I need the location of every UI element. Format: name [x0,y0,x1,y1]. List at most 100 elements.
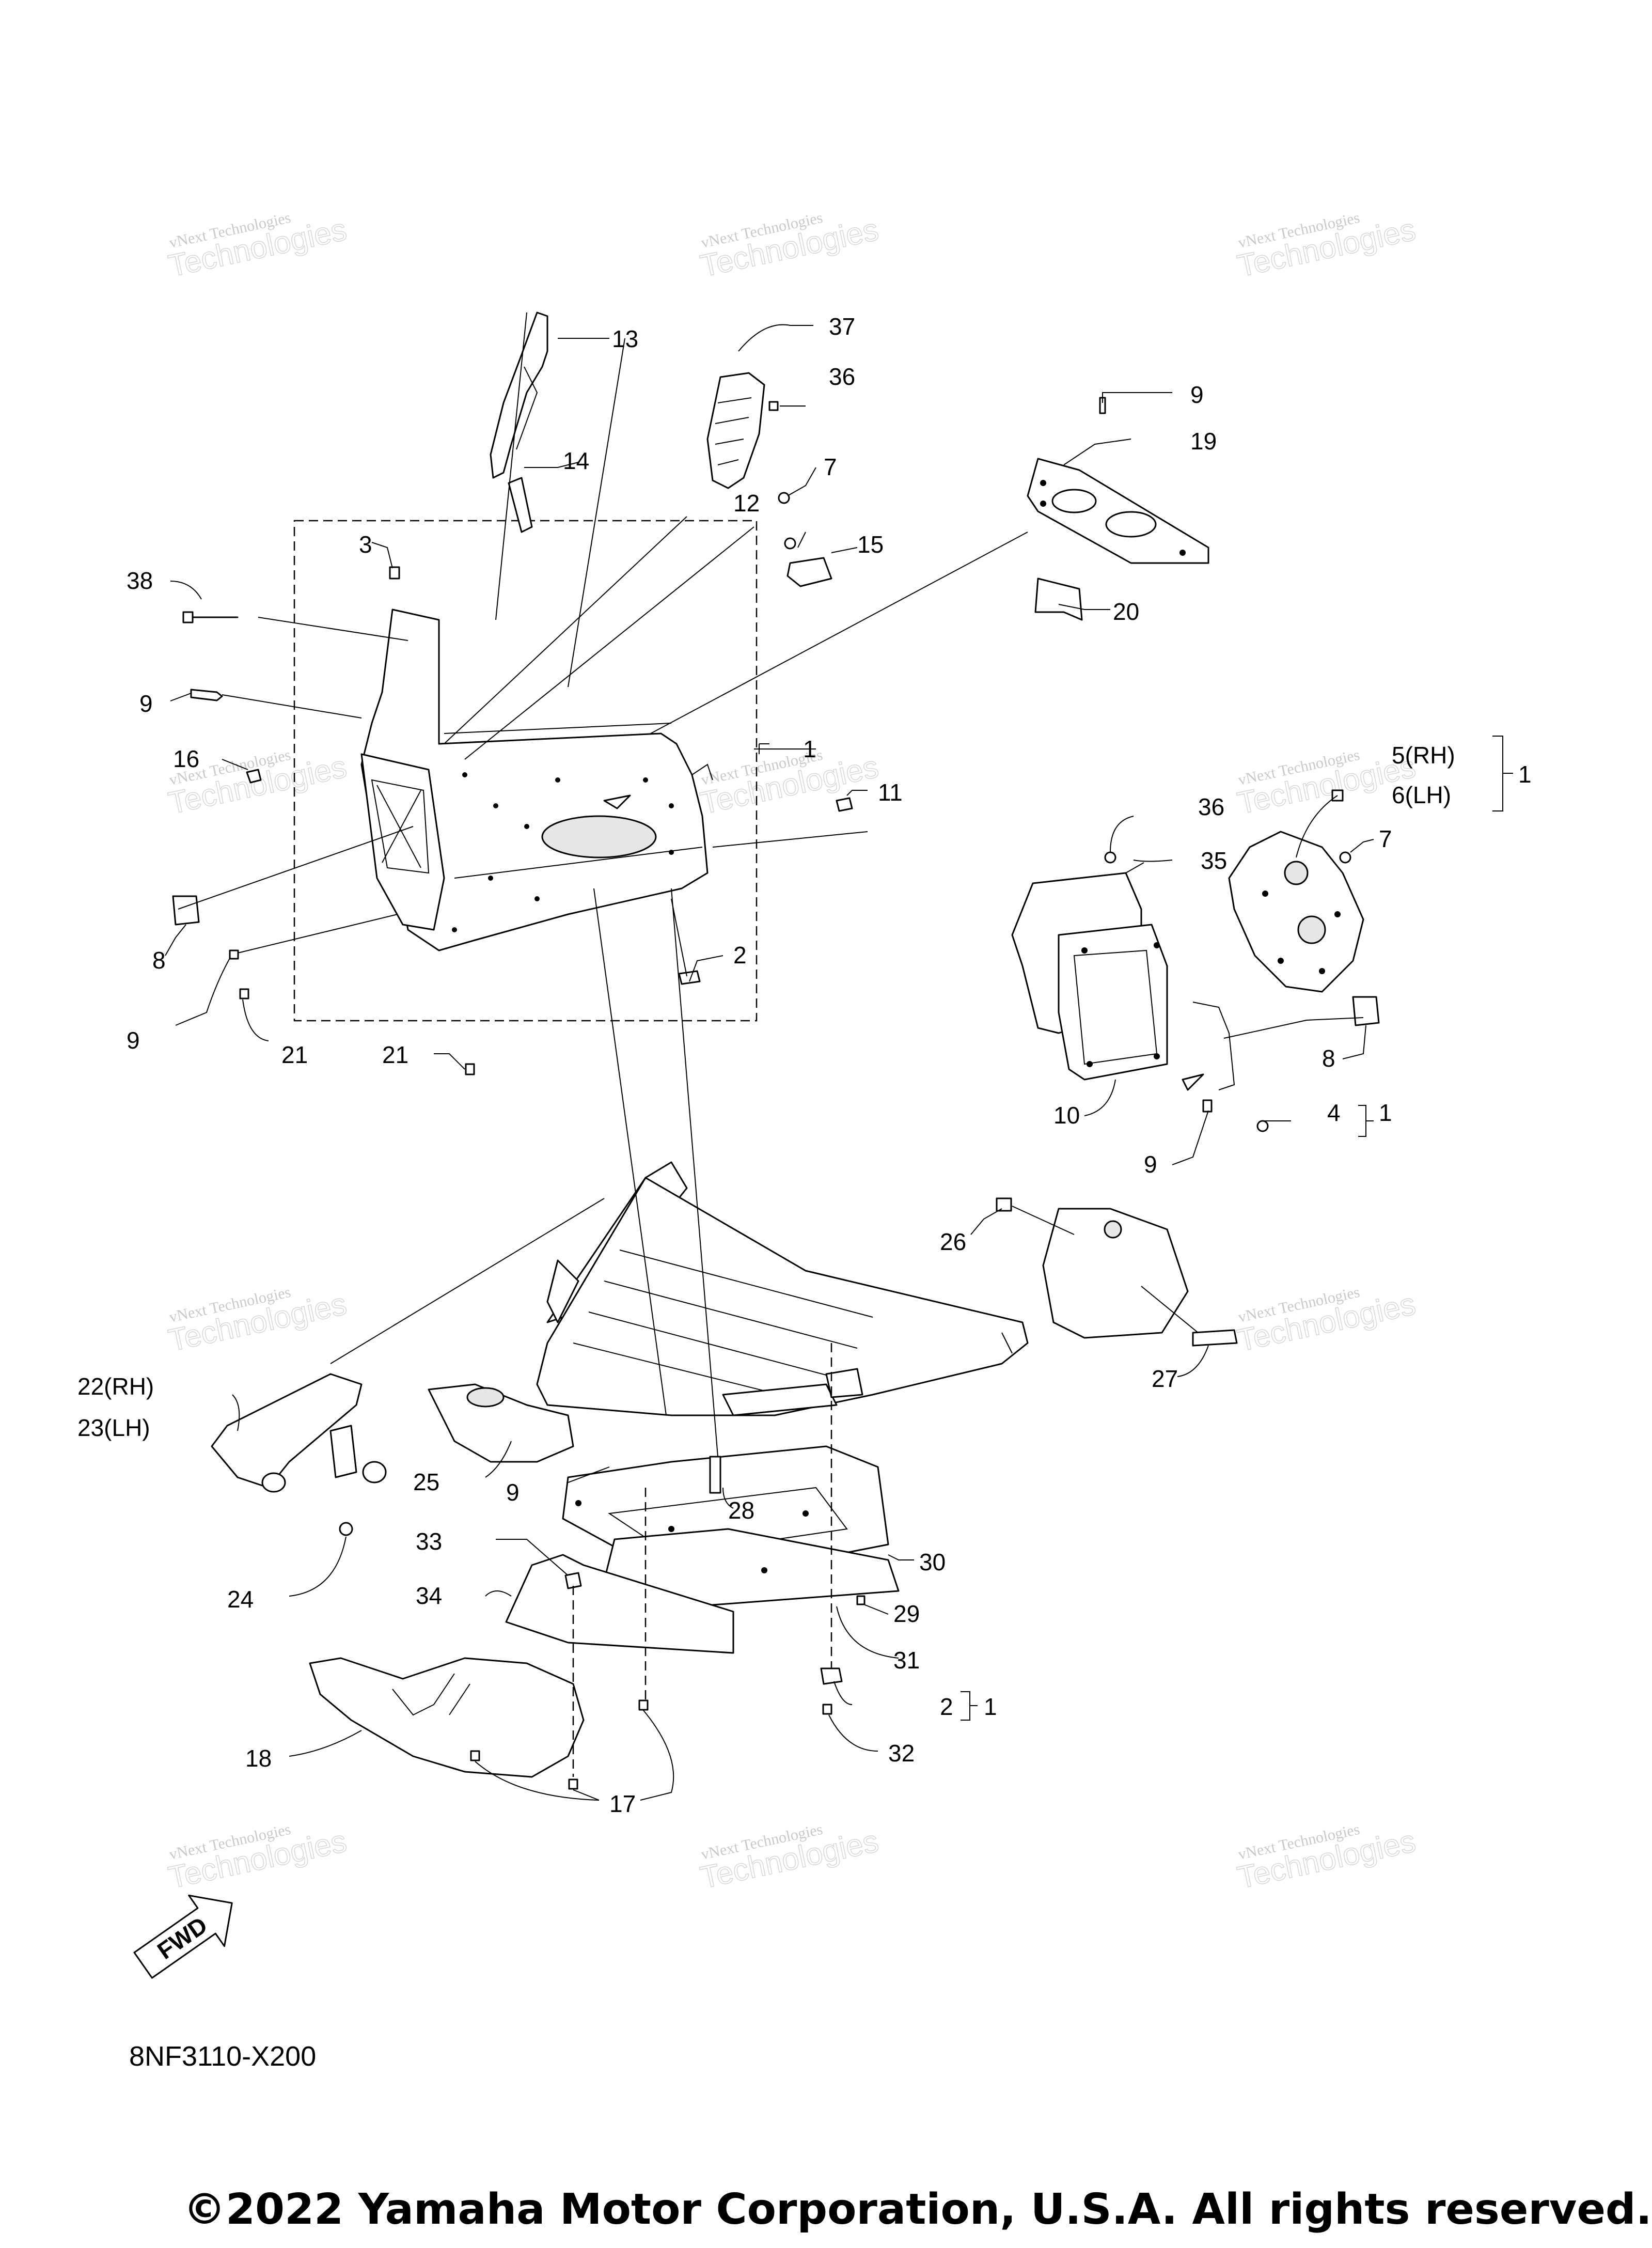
callout-38: 38 [127,567,153,594]
part-27-bolt [1192,1329,1238,1347]
part-7-nut [778,492,790,504]
callout-23-lh: 23(LH) [77,1414,150,1441]
fwd-arrow-icon: FWD [133,1894,233,1979]
callout-18: 18 [245,1745,272,1772]
part-12-nut [784,537,796,550]
part-7-nut-right [1339,851,1351,864]
part-13-side-panel [490,311,548,479]
part-38-bolt-head [182,611,194,623]
part-2-nut [678,970,701,985]
callout-26: 26 [940,1228,966,1255]
part-21-bolt [239,988,249,1000]
part-4-nut [1256,1120,1269,1132]
callout-22-rh: 22(RH) [77,1373,154,1400]
part-9-bolt-right [1202,1099,1213,1113]
callout-17: 17 [609,1790,636,1817]
leader-line-chassis [330,1198,605,1364]
callout-20: 20 [1113,598,1139,625]
callout-7: 7 [1379,825,1392,852]
callout-37: 37 [829,313,855,340]
callout-2: 2 [940,1693,953,1720]
callout-32: 32 [888,1740,915,1767]
part-22-23-leg [329,1425,357,1478]
fwd-arrow-mark [1182,1073,1204,1091]
part-25-hole [466,1387,505,1408]
bracket-mark-1 [759,743,769,754]
part-9-bolt-top [1099,397,1106,414]
callout-27: 27 [1152,1365,1178,1392]
callout-28: 28 [728,1497,754,1524]
part-10-bracket-outline [1192,1002,1235,1090]
part-18-detail [392,1673,470,1716]
callout-36: 36 [1198,793,1224,820]
callout-29: 29 [893,1600,920,1627]
leader-lines-upper [165,312,1172,1070]
copyright-notice: ©2022 Yamaha Motor Corporation, U.S.A. A… [183,2185,1652,2234]
part-17-bolt [568,1778,578,1790]
part-22-23-bushing [261,1472,286,1493]
chassis-frame [536,1161,1029,1416]
callout-21: 21 [281,1041,308,1068]
front-frame-assembly [360,608,713,951]
part-8-rubber-block-right [1352,996,1380,1026]
callout-1: 1 [803,736,816,762]
callout-9: 9 [127,1027,140,1054]
callout-1: 1 [1379,1099,1392,1126]
part-35-ecu-housing [1011,872,1168,1081]
part-19-plate [1027,458,1209,564]
part-17-bolt [470,1750,480,1761]
leader-lines-right [1084,795,1374,1165]
callout-9: 9 [506,1479,520,1506]
part-37-grille [706,372,779,489]
assembly-box-1 [293,520,758,1022]
callout-12: 12 [733,490,760,517]
callout-14: 14 [563,447,589,474]
callout-6-lh: 6(LH) [1392,782,1451,808]
callout-8: 8 [152,947,166,974]
bracket-2-lower [961,1691,978,1721]
callout-4: 4 [1327,1099,1341,1126]
bracket-4 [1358,1105,1374,1137]
callout-36: 36 [829,363,855,390]
part-16-clip [246,769,262,784]
callout-9: 9 [139,690,153,717]
part-28-bolt [709,1456,721,1494]
callout-9: 9 [1190,381,1204,408]
part-15-bracket [786,557,832,587]
part-9-clip [229,949,239,960]
part-36-clip [768,401,779,411]
leader-27 [1177,1345,1209,1377]
part-26-27-mount [1042,1208,1189,1339]
callout-21: 21 [382,1041,408,1068]
callout-5-rh: 5(RH) [1392,742,1455,769]
part-22-23-arm [211,1373,363,1489]
callout-31: 31 [893,1647,920,1674]
callout-16: 16 [173,745,199,772]
part-2-nut-lower [820,1667,843,1685]
callout-30: 30 [919,1549,946,1575]
callout-7: 7 [824,454,837,480]
part-14-clip [508,477,533,533]
callout-13: 13 [612,325,638,352]
callout-25: 25 [413,1469,439,1495]
callout-11: 11 [878,779,903,806]
callout-35: 35 [1201,847,1227,874]
drawing-code: 8NF3110-X200 [129,2041,317,2072]
mount-hole [1104,1220,1122,1239]
bracket-5-6 [1492,736,1513,811]
callout-34: 34 [416,1582,442,1609]
callout-9: 9 [1144,1151,1157,1178]
callout-2: 2 [733,942,747,969]
callout-8: 8 [1322,1045,1335,1072]
part-24-clip [339,1522,353,1536]
callout-3: 3 [359,531,372,558]
callout-labels: 13 37 36 14 7 12 15 9 19 20 3 38 9 16 1 … [77,313,1532,1817]
part-9-pin [190,689,223,701]
callout-24: 24 [227,1586,254,1613]
callout-19: 19 [1190,428,1217,455]
skid-plates [505,1445,900,1654]
leader-lines-lower [289,888,914,1801]
part-8-rubber-block [172,895,200,926]
callout-1: 1 [984,1693,997,1720]
part-20-bracket [1034,577,1083,621]
